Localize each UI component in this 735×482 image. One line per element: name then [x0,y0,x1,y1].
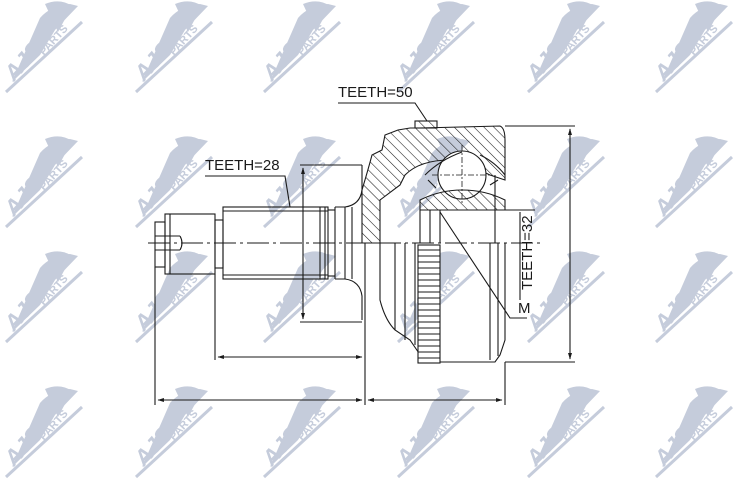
label-teeth-shaft: TEETH=28 [205,157,280,174]
inner-race [419,189,506,211]
m-leader [439,211,527,319]
teeth50-block [414,120,438,129]
label-teeth-outer: TEETH=50 [338,84,413,101]
teeth50-leader [338,102,428,122]
label-thread-m: M [518,300,531,317]
housing-body [379,243,506,363]
neck [335,165,363,320]
teeth28-leader [205,175,291,208]
label-teeth-inner: TEETH=32 [519,215,536,290]
stub-end [154,213,224,275]
cage [424,151,506,176]
abs-ring [417,244,441,364]
splined-shaft [222,206,336,280]
